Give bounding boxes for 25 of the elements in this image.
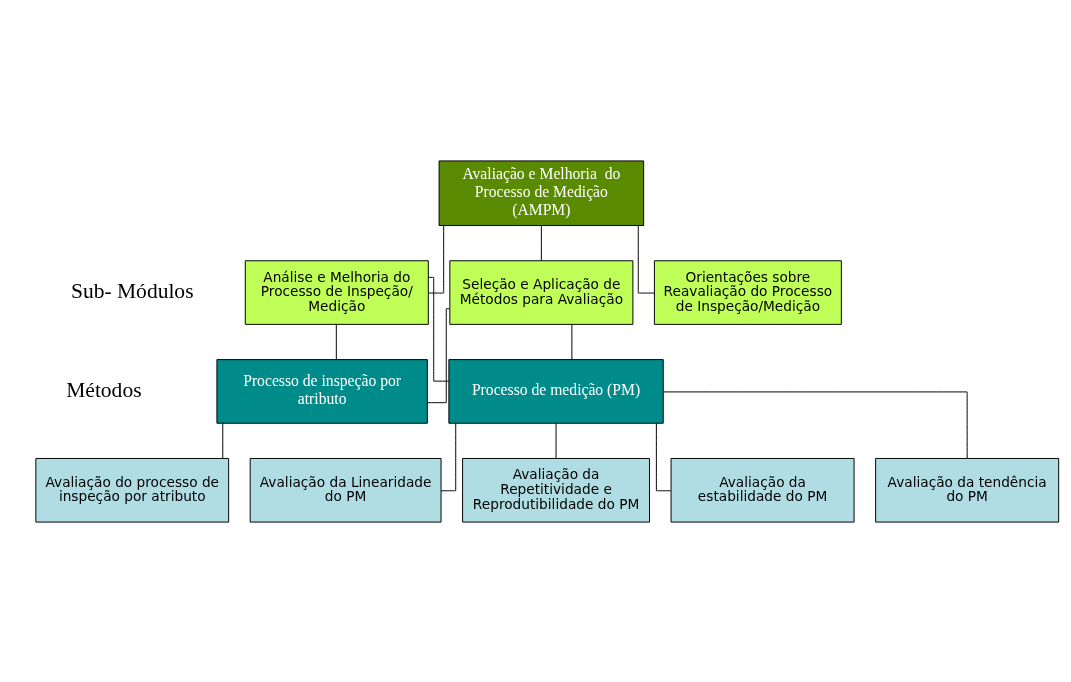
connector	[335, 323, 337, 360]
node-box: Processo de inspeção por atributo	[216, 358, 428, 424]
connector	[655, 422, 672, 491]
node-box: Orientações sobre Reavaliação do Processo de Inspeção/Medição	[653, 259, 842, 325]
connector	[428, 276, 450, 382]
node-box: Análise e Melhoria do Processo de Inspeção/ Medição	[244, 259, 429, 325]
node-box: Avaliação e Melhoria do Processo de Medição (AMPM)	[438, 159, 645, 226]
connector	[426, 307, 450, 403]
node-box: Avaliação da Repetitividade e Reprodutibilidade do PM	[462, 457, 650, 523]
node-box: Avaliação do processo de inspeção por atributo	[35, 457, 230, 523]
node-box: Seleção e Aplicação de Métodos para Avaliação	[449, 259, 634, 325]
connector	[555, 422, 557, 459]
connector	[637, 224, 655, 294]
connector	[571, 323, 573, 360]
connector	[662, 390, 968, 459]
connector	[222, 422, 224, 459]
connector	[540, 224, 542, 261]
node-box: Avaliação da Linearidade do PM	[249, 457, 442, 523]
node-box: Avaliação da tendência do PM	[875, 457, 1060, 523]
node-box: Avaliação da estabilidade do PM	[670, 457, 855, 523]
node-box: Processo de medição (PM)	[448, 358, 664, 424]
label: Sub- Módulos	[70, 278, 194, 303]
connector	[427, 224, 445, 294]
connector	[440, 422, 457, 491]
label: Métodos	[66, 377, 142, 402]
